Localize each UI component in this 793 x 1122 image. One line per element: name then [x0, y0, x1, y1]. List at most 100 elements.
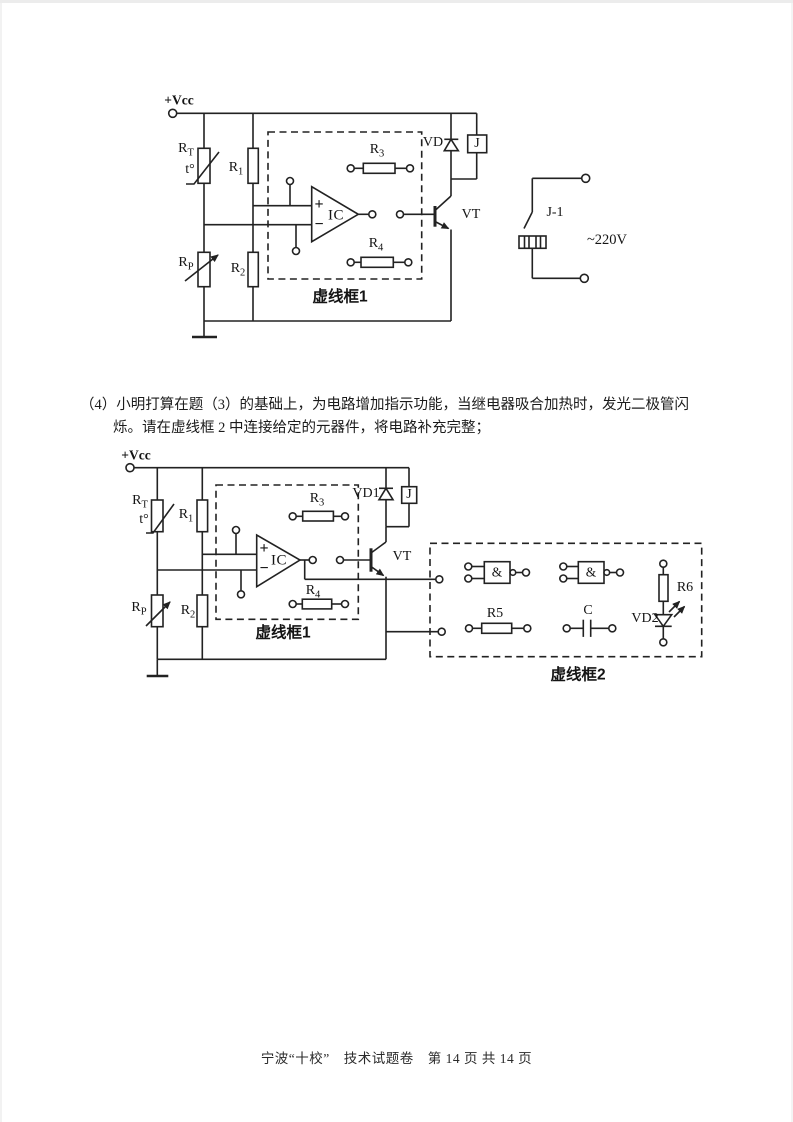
label-c2-rt: RT	[132, 493, 148, 511]
vcc-terminal	[167, 108, 178, 119]
label-c2-temp: t°	[139, 512, 149, 527]
label-c2-r1: R1	[178, 507, 194, 525]
label-c1-j1: J-1	[546, 205, 564, 220]
thermistor-rt	[146, 467, 175, 595]
terminal	[562, 624, 572, 633]
label-c2-box2: 虚线框2	[550, 666, 606, 684]
transistor-vt	[369, 526, 387, 660]
label-c1-temp: t°	[185, 162, 195, 177]
terminal	[285, 176, 295, 186]
label-c1-rp: RP	[178, 255, 194, 273]
resistor-r5	[472, 622, 524, 635]
label-c2-box1: 虚线框1	[255, 624, 311, 642]
led-vd2	[653, 600, 686, 639]
terminal	[340, 599, 350, 609]
label-c2-vcc: +Vcc	[121, 447, 151, 463]
opamp-symbol	[310, 185, 360, 244]
resistor-r3	[354, 162, 407, 175]
terminal	[405, 164, 415, 173]
circuit-1: +Vcc RT t° R1 RP R2 R3 R4 + − IC VD J VT…	[100, 85, 660, 370]
resistor-r4	[354, 256, 405, 269]
label-c2-c: C	[583, 603, 593, 618]
question-4: （4）小明打算在题（3）的基础上，为电路增加指示功能，当继电器吸合加热时，发光二…	[80, 394, 740, 439]
opamp-input-wires	[204, 184, 312, 248]
label-c1-rt: RT	[178, 141, 194, 159]
label-c2-minus: −	[259, 560, 269, 577]
terminal	[236, 590, 246, 599]
relay-contact-branch	[518, 177, 582, 280]
terminal	[463, 574, 473, 583]
label-c2-j: J	[406, 487, 412, 502]
terminal	[558, 562, 568, 571]
label-c2-vd2: VD2	[631, 611, 659, 626]
label-c1-minus: −	[314, 216, 324, 233]
label-c1-r2: R2	[230, 261, 246, 279]
terminal	[403, 258, 413, 267]
label-c1-r4: R4	[368, 236, 384, 254]
opamp-symbol	[255, 533, 302, 589]
label-c2-ic: IC	[271, 552, 287, 569]
dashed-box-2	[429, 542, 703, 658]
diode-vd1	[377, 467, 395, 527]
output-wire	[300, 559, 436, 581]
potentiometer-rp	[145, 594, 171, 660]
terminal	[340, 512, 350, 521]
terminal	[346, 258, 355, 267]
terminal	[658, 638, 668, 647]
terminal	[607, 624, 617, 633]
label-c1-ic: IC	[328, 207, 344, 224]
terminal	[437, 627, 447, 636]
terminal	[395, 210, 405, 219]
ground	[192, 320, 451, 339]
circuit1-schematic	[167, 108, 591, 339]
label-c2-vt: VT	[392, 549, 412, 564]
terminal	[291, 246, 301, 256]
dashed-box-1	[215, 484, 360, 621]
label-c2-rp: RP	[131, 600, 147, 618]
resistor-r1	[196, 467, 209, 595]
label-c1-j: J	[474, 136, 480, 151]
nand-gate-2	[566, 560, 617, 585]
label-c2-r5: R5	[486, 606, 504, 621]
relay-coil-j	[386, 467, 418, 528]
label-c1-r1: R1	[228, 160, 244, 178]
potentiometer-rp	[184, 251, 219, 321]
terminal	[288, 599, 297, 609]
opamp-input-wires	[157, 533, 257, 591]
label-c1-mains: ~220V	[586, 231, 628, 248]
terminal	[558, 574, 568, 583]
resistor-r4	[296, 598, 342, 610]
resistor-r1	[247, 113, 260, 253]
resistor-r6	[658, 567, 669, 615]
label-c2-r4: R4	[305, 583, 321, 601]
circuit2-schematic	[125, 462, 703, 678]
label-c2-gate1: &	[491, 564, 503, 580]
relay-coil-j	[451, 113, 488, 180]
terminal	[434, 575, 444, 584]
transistor-vt	[433, 179, 452, 321]
resistor-r2	[247, 251, 260, 321]
terminal	[231, 525, 241, 535]
vcc-terminal	[125, 462, 135, 473]
terminal	[522, 624, 532, 633]
label-c2-gate2: &	[585, 564, 597, 580]
label-c1-plus: +	[314, 196, 324, 213]
terminal	[464, 624, 474, 633]
terminal	[367, 210, 377, 219]
question-line-2: 烁。请在虚线框 2 中连接给定的元器件，将电路补充完整；	[113, 419, 490, 436]
label-c2-vd1: VD1	[352, 486, 380, 501]
circuit-2: +Vcc RT t° R1 RP R2 R3 R4 + − IC VD1 J V…	[100, 445, 720, 700]
ground	[146, 658, 386, 678]
terminal	[335, 555, 345, 565]
diode-vd	[442, 113, 460, 179]
question-line-1: （4）小明打算在题（3）的基础上，为电路增加指示功能，当继电器吸合加热时，发光二…	[80, 397, 689, 413]
nand-gate-1	[471, 560, 523, 585]
terminal	[580, 173, 591, 184]
terminal	[308, 555, 317, 565]
capacitor-c	[570, 619, 609, 637]
resistor-r3	[296, 510, 342, 522]
label-c1-r3: R3	[369, 142, 385, 160]
terminal	[658, 559, 668, 568]
thermistor-rt	[186, 113, 220, 253]
